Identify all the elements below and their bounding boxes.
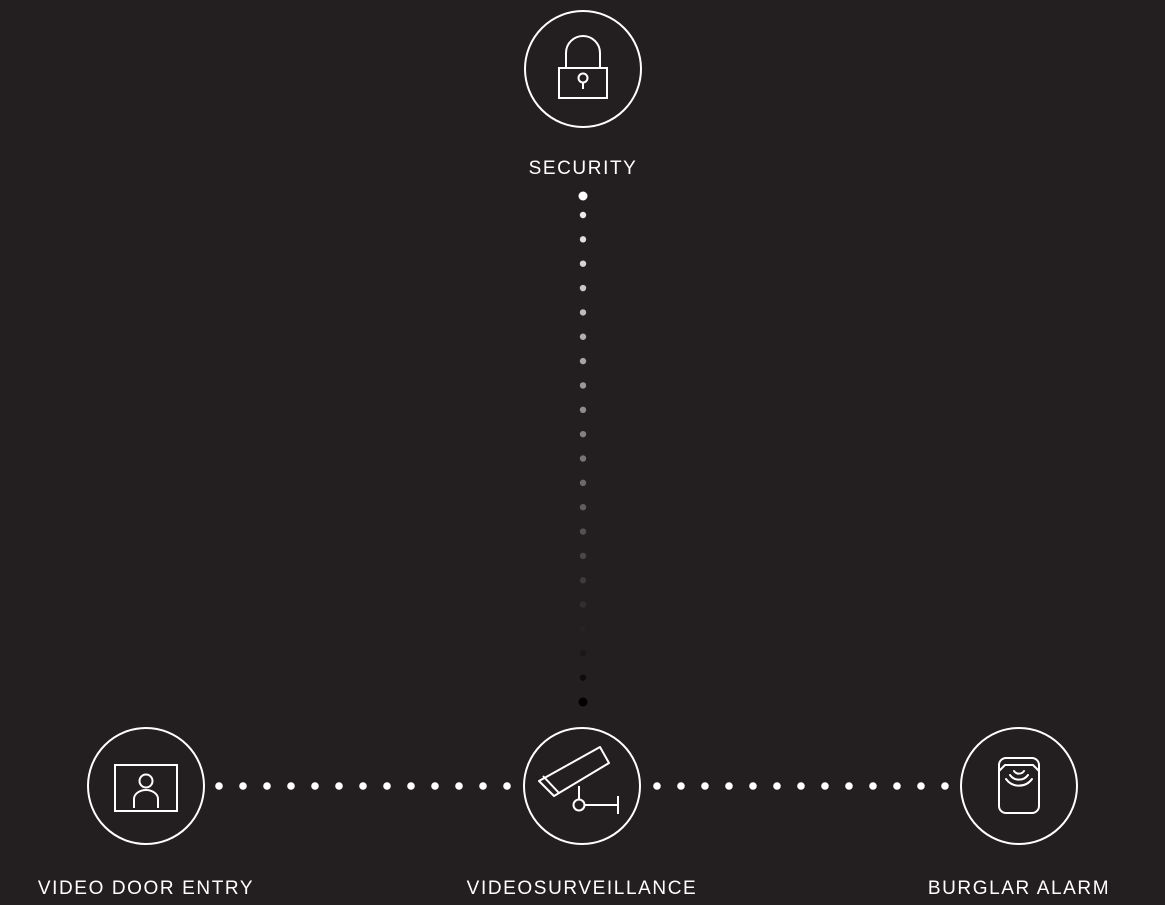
connector-dot <box>503 782 511 790</box>
connector-dot <box>359 782 367 790</box>
connector-dot <box>479 782 487 790</box>
connector-dot <box>579 479 587 487</box>
node-burglar-alarm: BURGLAR ALARM <box>928 727 1110 899</box>
connector-dot <box>579 650 587 657</box>
node-video-door-entry-label: VIDEO DOOR ENTRY <box>38 878 254 899</box>
node-video-door-entry-circle <box>87 727 205 845</box>
connector-dot <box>579 625 587 633</box>
connector-dot <box>797 782 805 790</box>
connector-dot <box>263 782 271 790</box>
connector-dot <box>579 601 587 608</box>
connector-dot <box>579 284 587 292</box>
connector-dot <box>407 782 415 790</box>
connector-dot <box>579 674 587 681</box>
node-security-circle <box>524 10 642 128</box>
connector-dot <box>579 528 587 535</box>
connector-dot <box>701 782 709 790</box>
connector-dot <box>821 782 829 790</box>
node-burglar-alarm-label: BURGLAR ALARM <box>928 878 1110 899</box>
connector-dot <box>579 260 587 267</box>
connector-dot <box>215 782 223 790</box>
connector-dot <box>725 782 733 790</box>
connector-videosurveillance-burglar-alarm <box>653 782 949 790</box>
cctv-camera-icon <box>538 746 619 814</box>
connector-dot <box>579 357 587 365</box>
node-videosurveillance: VIDEOSURVEILLANCE <box>467 727 698 899</box>
connector-dot <box>749 782 757 790</box>
connector-dot <box>579 504 587 511</box>
video-intercom-icon <box>114 764 178 812</box>
connector-dot <box>383 782 391 790</box>
connector-door-entry-videosurveillance <box>215 782 511 790</box>
padlock-icon <box>558 35 608 99</box>
connector-dot <box>579 406 587 413</box>
connector-dot <box>579 309 587 316</box>
node-video-door-entry: VIDEO DOOR ENTRY <box>38 727 254 899</box>
connector-dot <box>287 782 295 790</box>
connector-dot <box>579 552 587 560</box>
connector-dot <box>579 455 587 462</box>
connector-dot <box>335 782 343 790</box>
connector-dot <box>579 382 587 389</box>
connector-dot <box>869 782 877 790</box>
connector-dot <box>579 333 587 340</box>
connector-dot <box>239 782 247 790</box>
connector-dot <box>578 191 588 201</box>
connector-dot <box>311 782 319 790</box>
connector-dot <box>941 782 949 790</box>
connector-dot <box>917 782 925 790</box>
connector-dot <box>431 782 439 790</box>
alarm-sensor-icon <box>998 757 1040 814</box>
connector-dot <box>677 782 685 790</box>
node-security: SECURITY <box>524 10 642 179</box>
connector-dot <box>773 782 781 790</box>
connector-dot <box>578 697 588 707</box>
connector-security-videosurveillance <box>578 191 588 707</box>
connector-dot <box>579 430 587 438</box>
connector-dot <box>845 782 853 790</box>
connector-dot <box>455 782 463 790</box>
node-videosurveillance-circle <box>523 727 641 845</box>
connector-dot <box>579 577 587 584</box>
connector-dot <box>653 782 661 790</box>
connector-dot <box>893 782 901 790</box>
connector-dot <box>579 236 587 243</box>
connector-dot <box>579 211 587 219</box>
node-security-label: SECURITY <box>529 158 638 179</box>
node-burglar-alarm-circle <box>960 727 1078 845</box>
node-videosurveillance-label: VIDEOSURVEILLANCE <box>467 878 698 899</box>
